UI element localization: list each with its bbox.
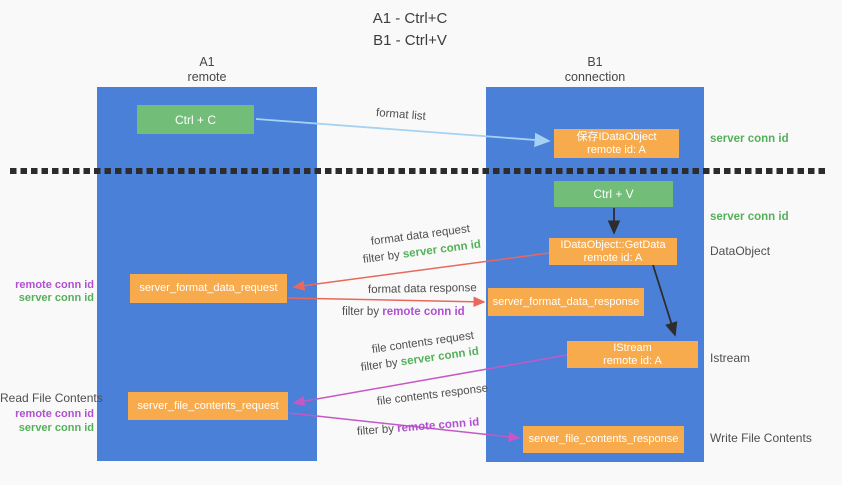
node-ctrl-v: Ctrl + V	[554, 181, 673, 207]
remote-conn-id-text: remote conn id	[382, 306, 465, 318]
filter-by-text: filter by	[342, 306, 380, 318]
arrow-label-filter-format-response: filter by remote conn id	[342, 306, 465, 318]
node-ctrl-c: Ctrl + C	[137, 105, 254, 134]
right-label-istream: Istream	[710, 351, 751, 365]
phase-divider-dotted-line	[10, 168, 826, 174]
arrow-label-filter-file-response: filter by remote conn id	[357, 416, 480, 438]
title-line-1: A1 - Ctrl+C	[372, 10, 448, 27]
right-label-write-file-contents: Write File Contents	[710, 431, 812, 445]
node-idataobject-getdata: IDataObject::GetData remote id: A	[549, 238, 677, 265]
left-label-server-conn-id-file: server conn id	[18, 422, 94, 434]
node-idataobject-getdata-line2: remote id: A	[583, 251, 643, 264]
left-label-server-conn-id-format: server conn id	[18, 292, 94, 304]
right-label-server-conn-id-paste: server conn id	[710, 211, 789, 223]
left-label-remote-conn-id-file: remote conn id	[15, 408, 94, 420]
left-label-read-file-contents: Read File Contents	[0, 391, 103, 405]
column-a1-name: A1	[199, 55, 215, 69]
arrow-format-data-response	[287, 296, 486, 308]
column-a1-subtitle: remote	[187, 70, 227, 84]
node-istream-line1: IStream	[613, 341, 652, 354]
node-server-format-data-request: server_format_data_request	[130, 274, 287, 303]
right-label-server-conn-id-save: server conn id	[710, 133, 789, 145]
arrow-label-format-data-response: format data response	[367, 282, 477, 296]
left-label-remote-conn-id-format: remote conn id	[15, 279, 94, 291]
column-b1-subtitle: connection	[564, 70, 626, 84]
column-header-b1: B1 connection	[535, 55, 655, 85]
title-line-2: B1 - Ctrl+V	[373, 32, 447, 49]
remote-conn-id-text: remote conn id	[396, 416, 480, 435]
node-server-file-contents-request: server_file_contents_request	[128, 392, 288, 420]
node-server-file-contents-response: server_file_contents_response	[523, 426, 684, 453]
node-ctrl-c-label: Ctrl + C	[174, 112, 216, 127]
node-save-idataobject: 保存IDataObject remote id: A	[554, 129, 679, 158]
filter-by-text: filter by	[360, 356, 399, 374]
node-server-format-data-response-label: server_format_data_response	[492, 295, 640, 308]
node-server-format-data-request-label: server_format_data_request	[139, 282, 278, 294]
column-header-a1: A1 remote	[147, 55, 267, 85]
diagram-title: A1 - Ctrl+C B1 - Ctrl+V	[310, 8, 510, 52]
node-istream-line2: remote id: A	[603, 354, 662, 367]
node-server-file-contents-request-label: server_file_contents_request	[137, 399, 279, 412]
column-b1-name: B1	[587, 55, 603, 69]
node-save-idataobject-line2: remote id: A	[587, 143, 646, 156]
node-ctrl-v-label: Ctrl + V	[593, 187, 634, 201]
node-server-format-data-response: server_format_data_response	[488, 288, 644, 316]
arrow-label-file-contents-response: file contents response	[376, 382, 489, 408]
node-idataobject-getdata-line1: IDataObject::GetData	[560, 238, 666, 251]
filter-by-text: filter by	[362, 249, 401, 266]
filter-by-text: filter by	[356, 423, 395, 438]
node-istream: IStream remote id: A	[567, 341, 698, 368]
node-save-idataobject-line1: 保存IDataObject	[576, 130, 657, 143]
arrow-label-format-list: format list	[375, 107, 427, 123]
right-label-dataobject: DataObject	[710, 244, 771, 258]
node-server-file-contents-response-label: server_file_contents_response	[528, 433, 679, 445]
